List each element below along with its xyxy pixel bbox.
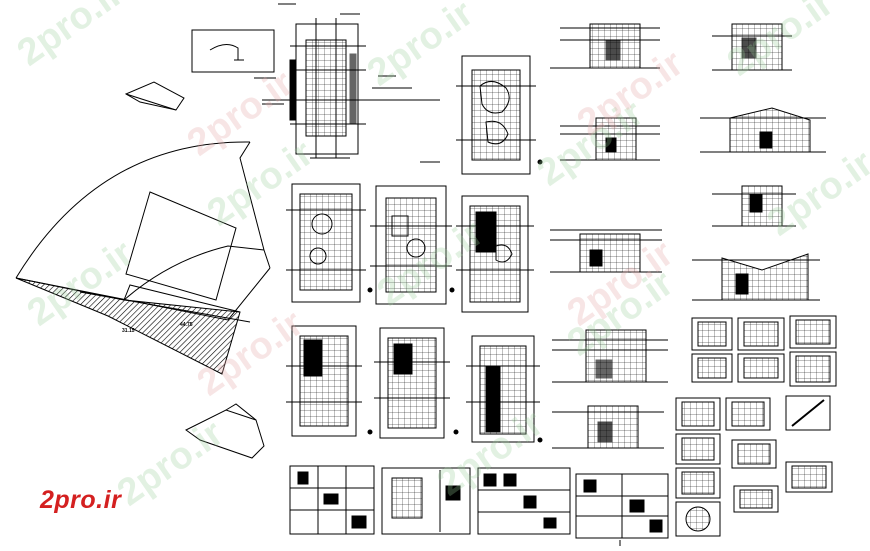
floor-plan-structure-first: [374, 327, 450, 439]
elevation-4: [552, 329, 668, 383]
bottom-details-strip: [289, 465, 669, 546]
site-dimension-label-b: 31.15: [122, 328, 135, 334]
ground-floor-site-plan: [289, 18, 440, 163]
floor-plan-roof: [456, 55, 536, 175]
floor-plans-group: [286, 55, 543, 443]
detail-row-1: [691, 315, 837, 351]
elevation-3: [550, 229, 662, 273]
site-key-small-bottom: [185, 403, 265, 459]
elevation-5: [552, 405, 664, 449]
bottom-sheet-1: [289, 465, 375, 535]
location-key-box: [191, 29, 275, 73]
elevation-9: [692, 253, 820, 301]
elevation-2: [560, 117, 660, 161]
elevation-6: [712, 23, 792, 71]
elevation-8: [712, 185, 796, 227]
elevations-group: [550, 23, 826, 449]
floor-plan-structure-ground: [286, 325, 362, 437]
bottom-sheet-2: [381, 467, 471, 535]
bottom-sheet-4: [575, 473, 669, 539]
detail-sheets-group: [675, 315, 837, 537]
floor-plan-first: [370, 185, 452, 305]
elevation-1: [550, 23, 660, 69]
site-plan: [15, 141, 271, 375]
site-dimension-label-a: 44.75: [180, 322, 193, 328]
detail-row-5: [675, 467, 779, 513]
site-arc: [15, 141, 251, 279]
bottom-sheet-3: [477, 467, 571, 535]
site-hatched-band: [15, 277, 241, 375]
site-building-outline: [125, 191, 237, 301]
detail-row-2: [691, 351, 837, 387]
floor-plan-second: [456, 195, 534, 313]
floor-plan-structure-second: [466, 335, 540, 443]
detail-row-4: [675, 433, 833, 493]
drawing-notes: [254, 3, 412, 105]
brand-logo[interactable]: 2pro.ir: [40, 486, 122, 514]
detail-row-3: [675, 395, 831, 431]
floor-plan-ground: [286, 183, 366, 303]
elevation-7: [700, 107, 826, 153]
detail-row-6: [675, 501, 721, 537]
site-key-small-top: [124, 81, 185, 111]
